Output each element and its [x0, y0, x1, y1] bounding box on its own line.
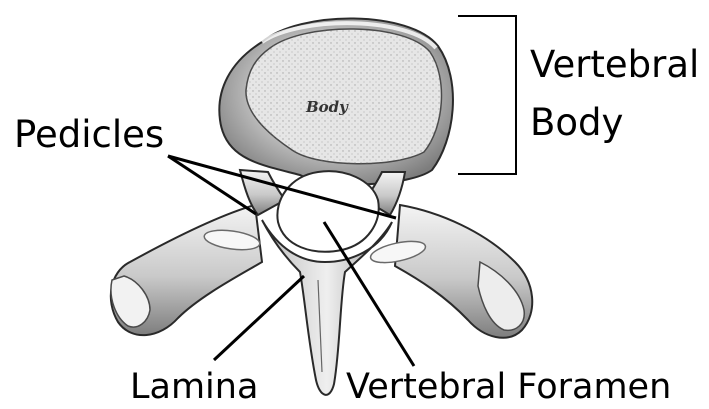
- vertebral-body-bracket: [458, 16, 516, 174]
- vertebral-body-label-line2: Body: [530, 104, 623, 141]
- vertebral-foramen-opening: [277, 171, 378, 251]
- right-transverse-process: [369, 205, 533, 338]
- vertebral-foramen-label: Vertebral Foramen: [346, 370, 671, 405]
- left-transverse-process: [111, 205, 262, 335]
- vertebral-body-label-line1: Vertebral: [530, 46, 699, 83]
- lamina-pointer: [214, 276, 304, 360]
- lamina-label: Lamina: [130, 370, 258, 405]
- body-engraving-text: Body: [305, 98, 349, 116]
- pedicles-pointer-left: [168, 156, 256, 214]
- pedicles-label: Pedicles: [14, 116, 164, 153]
- vertebral-body-shape: Body: [219, 18, 453, 184]
